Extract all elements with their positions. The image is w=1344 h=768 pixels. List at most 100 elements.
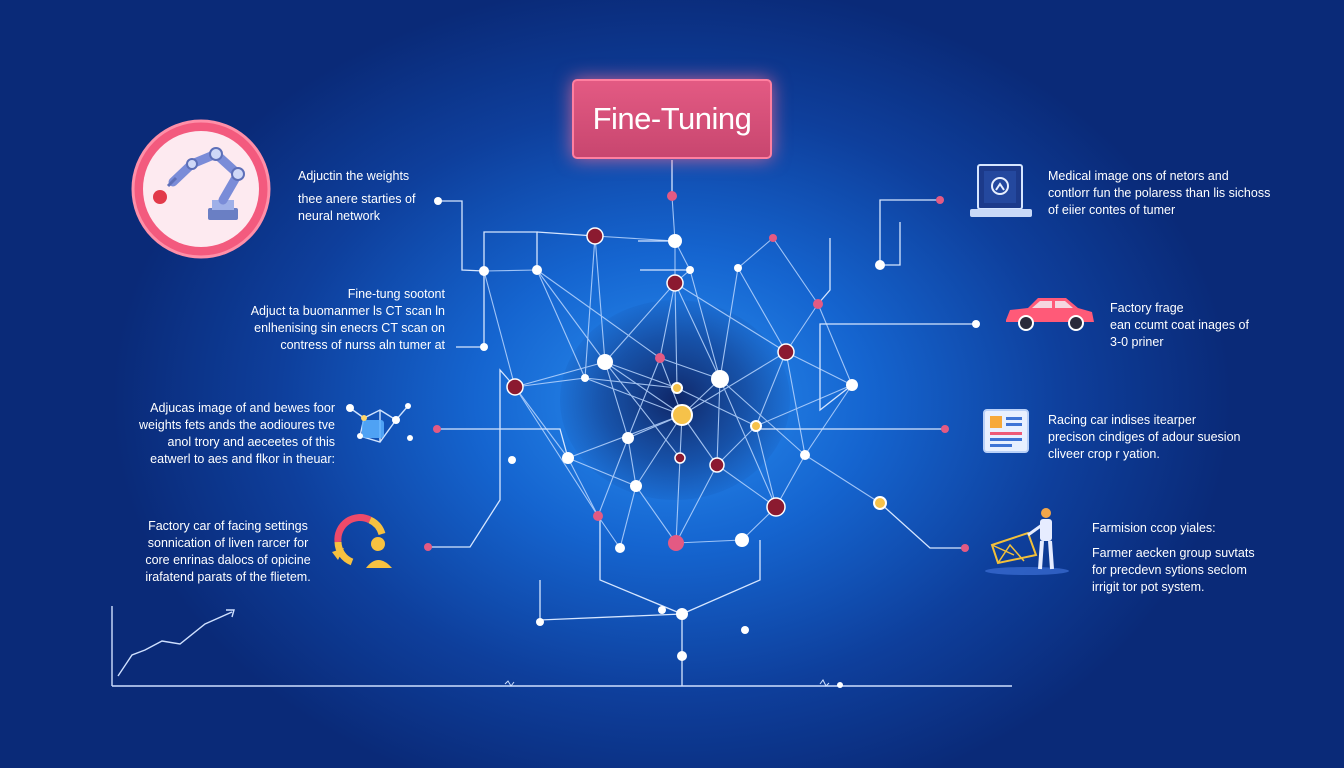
network-link — [755, 351, 787, 427]
network-link — [536, 269, 586, 379]
network-node — [622, 432, 634, 444]
network-link — [514, 386, 569, 459]
laptop-icon — [970, 164, 1032, 217]
network-link — [567, 457, 637, 487]
network-link — [671, 195, 676, 242]
robot-arm-icon — [131, 119, 271, 259]
network-node — [961, 544, 969, 552]
network-link — [604, 282, 676, 363]
network-link — [627, 357, 661, 439]
network-link — [676, 387, 757, 427]
connector-line — [539, 580, 683, 621]
network-node — [668, 535, 684, 551]
network-node — [677, 651, 687, 661]
network-link — [772, 237, 819, 305]
network-node — [750, 420, 762, 432]
network-node — [433, 425, 441, 433]
network-node — [424, 543, 432, 551]
network-link — [597, 515, 621, 549]
network-link — [536, 269, 661, 359]
network-link — [635, 414, 683, 487]
network-node — [593, 511, 603, 521]
connector-line — [755, 425, 945, 430]
network-link — [483, 270, 516, 388]
network-link — [514, 386, 599, 517]
network-link — [775, 454, 806, 508]
right-text-farming: Farmision ccop yiales: Farmer aecken gro… — [1092, 521, 1255, 594]
network-node — [686, 266, 694, 274]
network-link — [567, 457, 599, 517]
right-text-medical: Medical image ons of netors and contlorr… — [1048, 169, 1271, 217]
fine-tuning-title: Fine-Tuning — [572, 79, 772, 159]
network-node — [676, 608, 688, 620]
network-link — [675, 539, 743, 544]
network-node — [741, 626, 749, 634]
network-link — [604, 361, 629, 439]
network-link — [675, 457, 681, 544]
network-link — [716, 378, 721, 466]
network-link — [817, 303, 853, 386]
connector-line — [880, 222, 901, 266]
connector-line — [437, 428, 569, 459]
network-link — [536, 269, 606, 363]
network-node — [615, 543, 625, 553]
network-node — [586, 227, 604, 245]
connector-line — [879, 199, 940, 265]
network-node — [666, 274, 684, 292]
network-node — [581, 374, 589, 382]
network-node — [813, 299, 823, 309]
network-link — [674, 282, 721, 380]
network-node — [873, 496, 887, 510]
molecule-icon — [346, 403, 413, 443]
network-link — [675, 464, 718, 544]
network-node — [597, 354, 613, 370]
network-node — [972, 320, 980, 328]
network-node — [479, 266, 489, 276]
connector-line — [428, 368, 516, 548]
network-node — [941, 425, 949, 433]
network-link — [689, 269, 721, 380]
cycle-person-icon — [332, 514, 392, 568]
right-text-racing: Racing car indises itearper precison cin… — [1048, 413, 1241, 461]
connector-line — [879, 502, 965, 549]
connector-line — [438, 200, 485, 272]
connector-line — [536, 231, 596, 237]
network-link — [737, 267, 787, 353]
network-link — [604, 361, 683, 416]
network-link — [785, 351, 806, 456]
farmer-icon — [985, 508, 1069, 575]
left-text-factory-car: Factory car of facing settings sonnicati… — [145, 519, 311, 584]
network-node — [800, 450, 810, 460]
left-text-ct-scan: Fine-tung sootont Adjuct ta buomanmer ls… — [250, 287, 445, 352]
network-node — [434, 197, 442, 205]
network-link — [659, 282, 676, 359]
network-link — [719, 378, 777, 508]
network-node — [562, 452, 574, 464]
network-node — [674, 452, 686, 464]
network-link — [584, 377, 683, 416]
network-node — [936, 196, 944, 204]
network-node — [734, 264, 742, 272]
network-node — [709, 457, 725, 473]
network-link — [514, 377, 586, 388]
network-link — [635, 485, 677, 544]
connector-line — [483, 231, 538, 347]
network-link — [584, 377, 678, 389]
network-link — [659, 357, 721, 380]
network-link — [804, 384, 853, 456]
network-link — [594, 235, 676, 242]
network-node — [668, 234, 682, 248]
network-node — [711, 370, 729, 388]
network-link — [514, 361, 606, 388]
network-link — [719, 378, 806, 456]
network-link — [483, 269, 538, 272]
network-link — [719, 267, 739, 380]
network-node — [630, 480, 642, 492]
network-node — [766, 497, 786, 517]
network-link — [584, 235, 596, 379]
network-link — [785, 303, 819, 353]
network-node — [480, 343, 488, 351]
car-icon — [1006, 298, 1094, 331]
network-link — [755, 425, 777, 508]
growth-chart-icon — [111, 606, 1012, 687]
